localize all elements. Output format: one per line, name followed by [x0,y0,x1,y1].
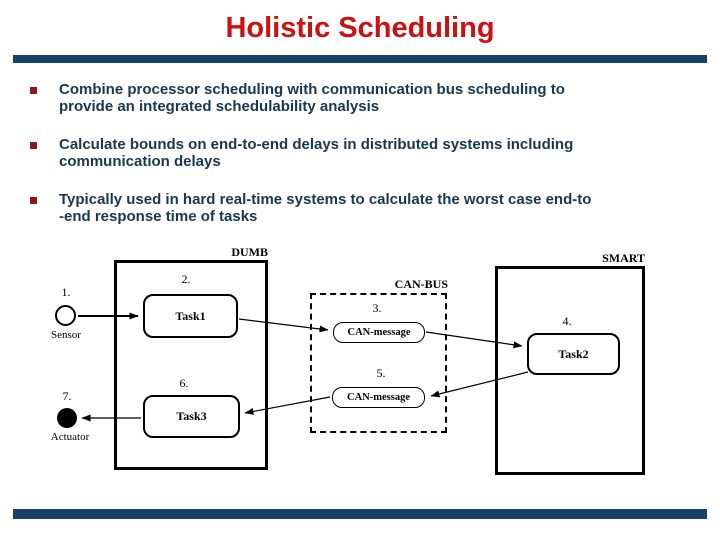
step-number-task2: 4. [562,314,572,328]
bullet-item: Calculate bounds on end-to-end delays in… [30,136,698,170]
bullet-list: Combine processor scheduling with commun… [30,81,698,247]
task1-node: Task1 [143,294,238,338]
bullet-line: -end response time of tasks [59,207,258,225]
smart-label: SMART [602,251,645,265]
bullet-text: Combine processor scheduling with commun… [59,81,565,115]
footer-rule [13,509,707,519]
bullet-line: Calculate bounds on end-to-end delays in… [59,136,574,153]
step-number-canmsg1: 3. [372,301,382,315]
can-message-1-node: CAN-message [333,322,425,343]
sensor-label: Sensor [51,329,81,341]
task3-node: Task3 [143,395,240,438]
can-message-1-label: CAN-message [347,327,411,338]
can-message-2-node: CAN-message [332,387,425,408]
task1-label: Task1 [175,308,206,323]
can-message-2-label: CAN-message [347,392,410,403]
bullet-square-icon [30,87,37,94]
bullet-text: Calculate bounds on end-to-end delays in… [59,136,574,170]
task3-label: Task3 [176,409,207,423]
bullet-line: Typically used in hard real-time systems… [59,191,592,208]
step-number-sensor: 1. [61,285,71,299]
task2-node: Task2 [527,333,620,375]
actuator-label: Actuator [50,431,90,443]
bullet-line: provide an integrated schedulability ana… [59,97,380,115]
bullet-line: Combine processor scheduling with commun… [59,81,565,98]
title-underline-rule [13,55,707,63]
bullet-line: communication delays [59,152,221,170]
step-number-task3: 6. [179,376,189,390]
bullet-square-icon [30,197,37,204]
bullet-square-icon [30,142,37,149]
bullet-text: Typically used in hard real-time systems… [59,191,592,225]
can-bus-box [310,293,447,433]
page-title: Holistic Scheduling [225,12,495,44]
bullet-item: Typically used in hard real-time systems… [30,191,698,225]
scheduling-diagram: DUMB SMART CAN-BUS 1. 2. 3. 4. 5. 6. 7. … [0,240,720,490]
bullet-item: Combine processor scheduling with commun… [30,81,698,115]
task2-label: Task2 [558,346,589,361]
step-number-canmsg2: 5. [376,366,386,380]
actuator-circle-icon [57,408,77,428]
sensor-circle-icon [55,305,76,326]
dumb-processor-box [114,260,268,470]
dumb-label: DUMB [231,245,268,259]
step-number-task1: 2. [181,272,191,286]
smart-processor-box [495,266,645,475]
step-number-actuator: 7. [62,389,72,403]
can-bus-label: CAN-BUS [394,277,448,291]
